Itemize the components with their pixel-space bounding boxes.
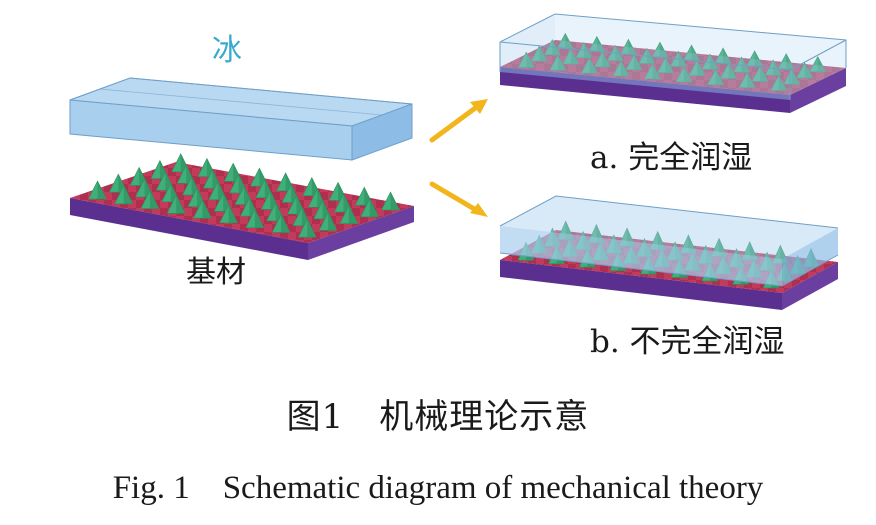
partial-wetting-model (499, 195, 839, 310)
full-wetting-model (499, 13, 847, 113)
surface-cone-shade (659, 42, 668, 59)
surface-cone-shade (539, 46, 548, 63)
surface-cones (88, 153, 400, 239)
surface-cone-shade (620, 60, 629, 77)
surface-cone-shade (202, 200, 212, 220)
surface-cone-shade (596, 36, 605, 53)
surface-cone-shade (348, 205, 358, 225)
surface-cone-shade (176, 195, 186, 215)
surface-cone-shade (723, 48, 732, 65)
surface-cone-shade (791, 69, 800, 86)
partial-wetting-label: b. 不完全润湿 (590, 324, 785, 360)
ice-slab (69, 77, 413, 161)
surface-cone-shade (589, 58, 598, 75)
surface-cone-shade (602, 51, 611, 68)
surface-cone-shade (557, 55, 566, 72)
ice-label: 冰 (212, 33, 242, 68)
surface-cone-shade (228, 204, 238, 224)
surface-cone-shade (804, 62, 813, 79)
figure-caption-chinese: 图1 机械理论示意 (286, 397, 590, 437)
surface-cone-shade (254, 209, 264, 229)
surface-cone-shade (747, 72, 756, 89)
surface-cone-shade (715, 69, 724, 86)
surface-cone-shade (281, 214, 291, 234)
surface-cone-shade (691, 45, 700, 62)
surface-cone-shade (665, 57, 674, 74)
surface-cone-shade (684, 66, 693, 83)
surface-cone-shade (526, 52, 535, 69)
arrow-to-partial-wetting (429, 181, 488, 217)
surface-cone-shade (570, 48, 579, 65)
mechanical-theory-diagram (69, 13, 847, 310)
surface-cone-shade (97, 180, 107, 200)
surface-cone-shade (652, 63, 661, 80)
surface-cone-shade (773, 60, 782, 77)
surface-cone-shade (817, 56, 826, 73)
full-wetting-label: a. 完全润湿 (590, 140, 753, 176)
surface-cone-shade (754, 50, 763, 67)
arrow-to-full-wetting (429, 99, 488, 143)
surface-cone-shade (149, 190, 159, 210)
surface-cone-shade (123, 185, 133, 205)
surface-cone-shade (369, 198, 379, 218)
surface-cone-shade (307, 219, 317, 239)
surface-cone-shade (628, 39, 637, 56)
surface-cone-shade (778, 75, 787, 92)
substrate-label: 基材 (186, 255, 246, 290)
surface-cone-shade (565, 33, 574, 50)
figure-caption-english: Fig. 1 Schematic diagram of mechanical t… (112, 470, 764, 506)
substrate (70, 153, 414, 260)
surface-cone-shade (741, 57, 750, 74)
surface-cone-shade (697, 60, 706, 77)
surface-cone-shade (786, 53, 795, 70)
surface-cone-shade (328, 212, 338, 232)
surface-cone-shade (760, 66, 769, 83)
surface-cone-shade (390, 192, 400, 212)
surface-cone-shade (633, 54, 642, 71)
surface-cone-shade (728, 63, 737, 80)
